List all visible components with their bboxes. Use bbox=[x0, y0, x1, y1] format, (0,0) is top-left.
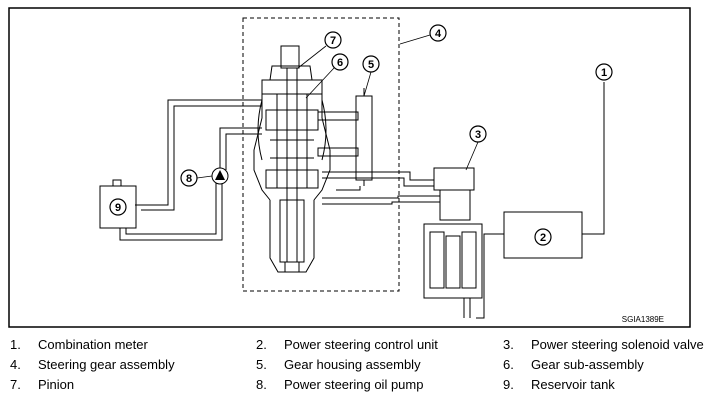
legend-label: Gear sub-assembly bbox=[531, 357, 644, 372]
solenoid-valve bbox=[423, 167, 483, 318]
control-unit-box bbox=[503, 211, 583, 259]
legend-number: 7. bbox=[10, 377, 21, 392]
legend-label: Combination meter bbox=[38, 337, 148, 352]
legend-row: 4. Steering gear assembly 5. Gear housin… bbox=[0, 356, 713, 376]
legend-number: 6. bbox=[503, 357, 514, 372]
legend-label: Reservoir tank bbox=[531, 377, 615, 392]
callout-2: 2 bbox=[534, 228, 552, 246]
legend-number: 2. bbox=[256, 337, 267, 352]
steering-gear-boundary bbox=[242, 17, 400, 292]
diagram-border bbox=[8, 7, 691, 328]
legend-label: Pinion bbox=[38, 377, 75, 392]
svg-text:9: 9 bbox=[115, 202, 121, 214]
legend-label: Gear housing assembly bbox=[284, 357, 421, 372]
legend-label: Power steering oil pump bbox=[284, 377, 424, 392]
reservoir-tank bbox=[99, 179, 137, 229]
legend-row: 1. Combination meter 2. Power steering c… bbox=[0, 336, 713, 356]
legend-number: 9. bbox=[503, 377, 514, 392]
svg-text:8: 8 bbox=[186, 173, 192, 185]
callout-7: 7 bbox=[324, 31, 342, 49]
legend-number: 5. bbox=[256, 357, 267, 372]
legend-number: 4. bbox=[10, 357, 21, 372]
svg-text:2: 2 bbox=[540, 232, 546, 244]
legend-number: 3. bbox=[503, 337, 514, 352]
legend-label: Power steering solenoid valve bbox=[531, 337, 704, 352]
legend-number: 8. bbox=[256, 377, 267, 392]
legend-number: 1. bbox=[10, 337, 21, 352]
legend-row: 7. Pinion 8. Power steering oil pump 9. … bbox=[0, 376, 713, 396]
svg-text:4: 4 bbox=[435, 28, 442, 40]
callout-1: 1 bbox=[595, 63, 613, 81]
callout-5: 5 bbox=[362, 55, 380, 73]
callout-3: 3 bbox=[469, 125, 487, 143]
svg-text:6: 6 bbox=[337, 57, 343, 69]
diagram-frame: 1 2 3 4 5 6 7 8 9 SGIA1389E bbox=[8, 7, 691, 328]
legend-label: Steering gear assembly bbox=[38, 357, 175, 372]
steering-gear-body bbox=[253, 45, 331, 273]
svg-text:3: 3 bbox=[475, 129, 481, 141]
connection-lines bbox=[119, 82, 605, 319]
oil-pump-symbol bbox=[211, 167, 229, 185]
callout-9: 9 bbox=[109, 198, 127, 216]
diagram-svg: 1 2 3 4 5 6 7 8 9 SGIA1389E bbox=[8, 7, 691, 328]
callout-4: 4 bbox=[429, 24, 447, 42]
svg-text:1: 1 bbox=[601, 67, 607, 79]
figure-code: SGIA1389E bbox=[622, 315, 664, 324]
svg-text:5: 5 bbox=[368, 59, 374, 71]
legend-label: Power steering control unit bbox=[284, 337, 438, 352]
callout-6: 6 bbox=[331, 53, 349, 71]
callout-leaders bbox=[196, 34, 479, 179]
svg-text:7: 7 bbox=[330, 35, 336, 47]
callout-8: 8 bbox=[180, 169, 198, 187]
legend: 1. Combination meter 2. Power steering c… bbox=[0, 336, 713, 396]
